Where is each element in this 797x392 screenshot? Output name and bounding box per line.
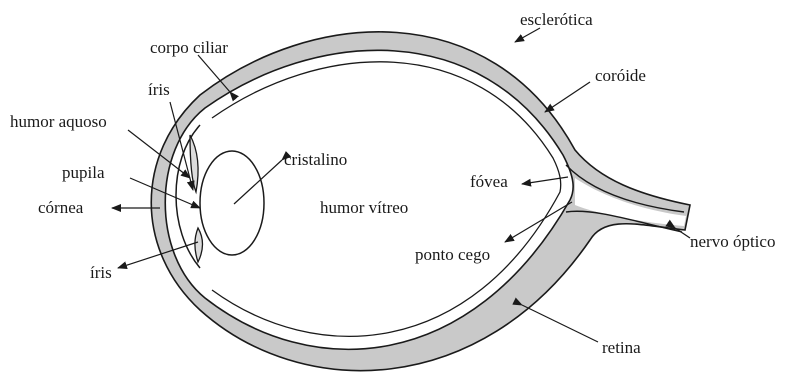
label-nervo-optico: nervo óptico <box>690 232 775 252</box>
label-fovea: fóvea <box>470 172 508 192</box>
label-ponto-cego: ponto cego <box>415 245 490 265</box>
label-humor-vitreo: humor vítreo <box>320 198 408 218</box>
arrow-coroide <box>545 82 590 112</box>
label-cornea: córnea <box>38 198 83 218</box>
label-retina: retina <box>602 338 641 358</box>
arrow-esclerotica <box>515 28 540 42</box>
label-coroide: coróide <box>595 66 646 86</box>
label-cristalino: cristalino <box>284 150 347 170</box>
label-corpo-ciliar: corpo ciliar <box>150 38 228 58</box>
label-iris-bottom: íris <box>90 263 112 283</box>
label-esclerotica: esclerótica <box>520 10 593 30</box>
arrow-retina <box>522 305 598 342</box>
label-pupila: pupila <box>62 163 105 183</box>
lens <box>200 151 264 255</box>
label-humor-aquoso: humor aquoso <box>10 112 107 132</box>
label-iris-top: íris <box>148 80 170 100</box>
